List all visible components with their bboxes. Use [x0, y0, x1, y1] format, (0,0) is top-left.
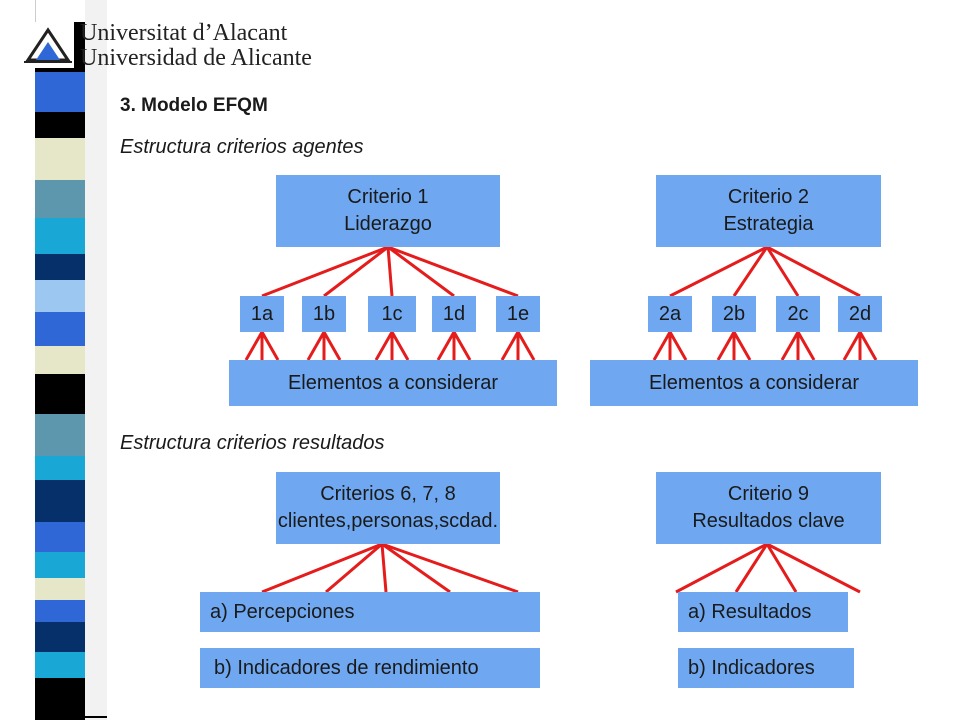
subcriterio-1e: 1e	[496, 296, 540, 332]
criterio-1-number: Criterio 1	[347, 186, 429, 208]
subcriterio-2c: 2c	[776, 296, 820, 332]
subcriterio-1a: 1a	[240, 296, 284, 332]
criterio-1-name: Liderazgo	[344, 213, 432, 235]
criterio-1-box: Criterio 1 Liderazgo	[276, 175, 500, 247]
university-emblem-icon	[22, 22, 74, 68]
subcriterio-1c: 1c	[368, 296, 416, 332]
subcriterio-2d: 2d	[838, 296, 882, 332]
subcriterio-1b: 1b	[302, 296, 346, 332]
logo-line-1: Universitat d’Alacant	[80, 20, 288, 46]
indicadores-box: b) Indicadores	[678, 648, 854, 688]
criterios-6-7-8-numbers: Criterios 6, 7, 8	[320, 483, 456, 505]
subcriterio-1d: 1d	[432, 296, 476, 332]
logo-line-2: Universidad de Alicante	[80, 45, 312, 71]
elementos-box-criterio-2: Elementos a considerar	[590, 360, 918, 406]
page-title: 3. Modelo EFQM	[120, 95, 268, 116]
criterio-2-box: Criterio 2 Estrategia	[656, 175, 881, 247]
subcriterio-2b: 2b	[712, 296, 756, 332]
criterios-6-7-8-box: Criterios 6, 7, 8 clientes,personas,scda…	[276, 472, 500, 544]
criterio-9-box: Criterio 9 Resultados clave	[656, 472, 881, 544]
indicadores-rendimiento-box: b) Indicadores de rendimiento	[200, 648, 540, 688]
percepciones-box: a) Percepciones	[200, 592, 540, 632]
criterio-2-name: Estrategia	[723, 213, 814, 235]
criterios-6-7-8-names: clientes,personas,scdad.	[277, 510, 499, 532]
resultados-box: a) Resultados	[678, 592, 848, 632]
criterio-9-name: Resultados clave	[692, 510, 845, 532]
criterio-9-number: Criterio 9	[727, 483, 810, 505]
agentes-section-title: Estructura criterios agentes	[120, 136, 364, 158]
elementos-box-criterio-1: Elementos a considerar	[229, 360, 557, 406]
resultados-section-title: Estructura criterios resultados	[120, 432, 385, 454]
subcriterio-2a: 2a	[648, 296, 692, 332]
criterio-2-number: Criterio 2	[727, 186, 810, 208]
